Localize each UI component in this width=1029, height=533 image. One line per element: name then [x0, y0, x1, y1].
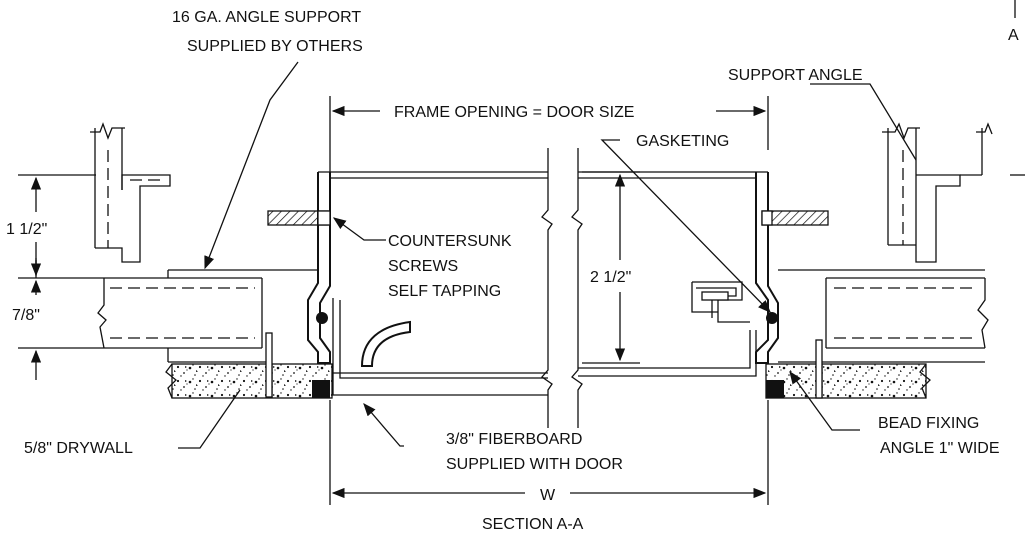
angle-support-label-2: SUPPLIED BY OTHERS: [187, 38, 363, 55]
left-drywall: [165, 332, 333, 399]
dimension-lines: [18, 96, 769, 505]
countersunk-label-2: SCREWS: [388, 258, 458, 275]
dim-2-1-2-label: 2 1/2": [590, 269, 631, 286]
countersunk-label-1: COUNTERSUNK: [388, 233, 512, 250]
drywall-label: 5/8" DRYWALL: [24, 440, 133, 457]
left-wall-stud: [90, 122, 171, 263]
leader-lines: [178, 0, 1025, 449]
labels: A 16 GA. ANGLE SUPPORT SUPPLIED BY OTHER…: [6, 9, 1019, 533]
right-door-frame: [578, 171, 829, 377]
section-title: SECTION A-A: [482, 516, 584, 533]
frame-opening-label: FRAME OPENING = DOOR SIZE: [394, 104, 634, 121]
left-door-frame: [267, 171, 548, 396]
right-channel: [778, 269, 989, 363]
countersunk-label-3: SELF TAPPING: [388, 283, 501, 300]
width-label: W: [540, 487, 556, 504]
bead-fixing-label-2: ANGLE 1" WIDE: [880, 440, 999, 457]
fiberboard-label-1: 3/8" FIBERBOARD: [446, 431, 582, 448]
angle-support-label-1: 16 GA. ANGLE SUPPORT: [172, 9, 361, 26]
fiberboard-label-2: SUPPLIED WITH DOOR: [446, 456, 623, 473]
bead-fixing-label-1: BEAD FIXING: [878, 415, 979, 432]
support-angle-label: SUPPORT ANGLE: [728, 67, 863, 84]
right-drywall: [765, 339, 931, 399]
section-marker-label: A: [1008, 27, 1019, 44]
left-channel: [97, 269, 318, 363]
right-wall-stud: [882, 122, 993, 263]
dim-7-8-label: 7/8": [12, 307, 40, 324]
dim-1-1-2-label: 1 1/2": [6, 221, 47, 238]
gasketing-label: GASKETING: [636, 133, 729, 150]
break-lines: [541, 148, 583, 428]
